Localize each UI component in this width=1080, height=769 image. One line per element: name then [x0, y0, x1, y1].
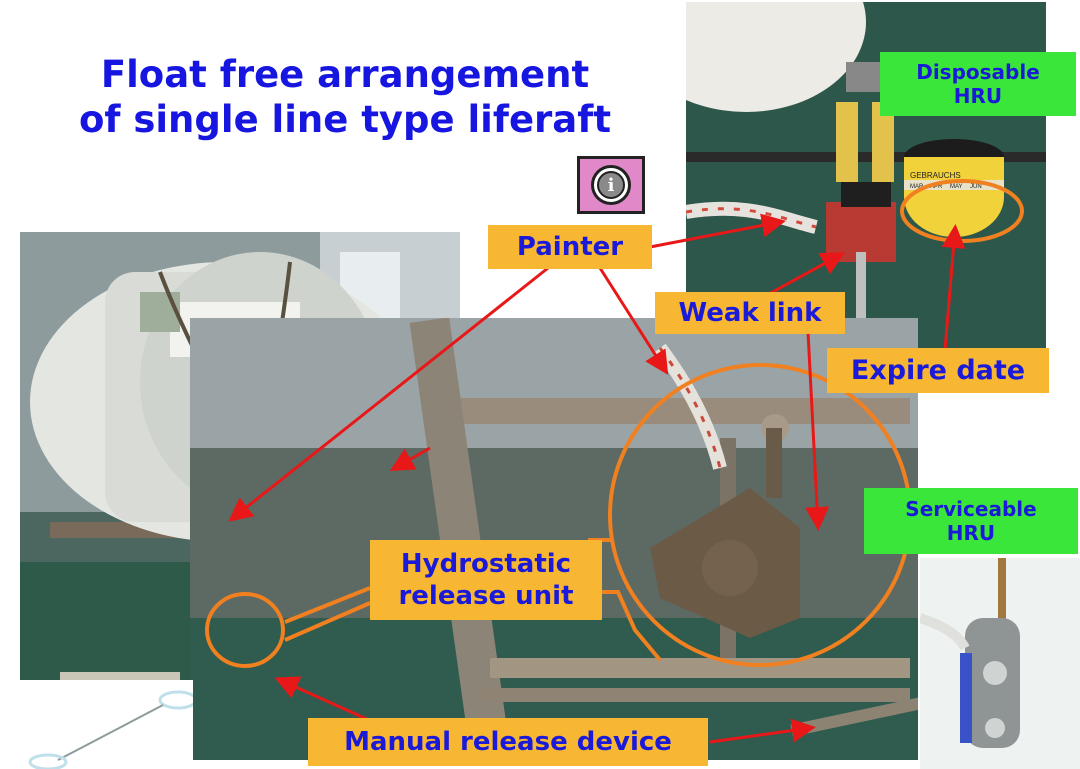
weak-link-label: Weak link	[655, 292, 845, 334]
svg-text:MAY: MAY	[950, 184, 963, 190]
title-line-2: of single line type liferaft	[78, 98, 612, 141]
disposable-hru-label: Disposable HRU	[880, 52, 1076, 116]
hook-detail-photo	[920, 558, 1080, 769]
hydrostatic-release-unit-label: Hydrostatic release unit	[370, 540, 602, 620]
serviceable-hru-label: Serviceable HRU	[864, 488, 1078, 554]
title-line-1: Float free arrangement	[100, 53, 590, 96]
manual-release-device-label: Manual release device	[308, 718, 708, 766]
page-title: Float free arrangement of single line ty…	[40, 52, 650, 142]
cable-detail-photo	[18, 680, 193, 769]
info-icon[interactable]: i	[577, 156, 645, 214]
svg-text:MAR: MAR	[910, 184, 924, 190]
svg-text:GEBRAUCHS: GEBRAUCHS	[910, 171, 961, 180]
svg-text:APR: APR	[930, 184, 943, 190]
painter-label: Painter	[488, 225, 652, 269]
svg-text:JUN: JUN	[970, 184, 982, 190]
serviceable-hru-photo	[190, 318, 918, 760]
expire-date-label: Expire date	[827, 348, 1049, 393]
